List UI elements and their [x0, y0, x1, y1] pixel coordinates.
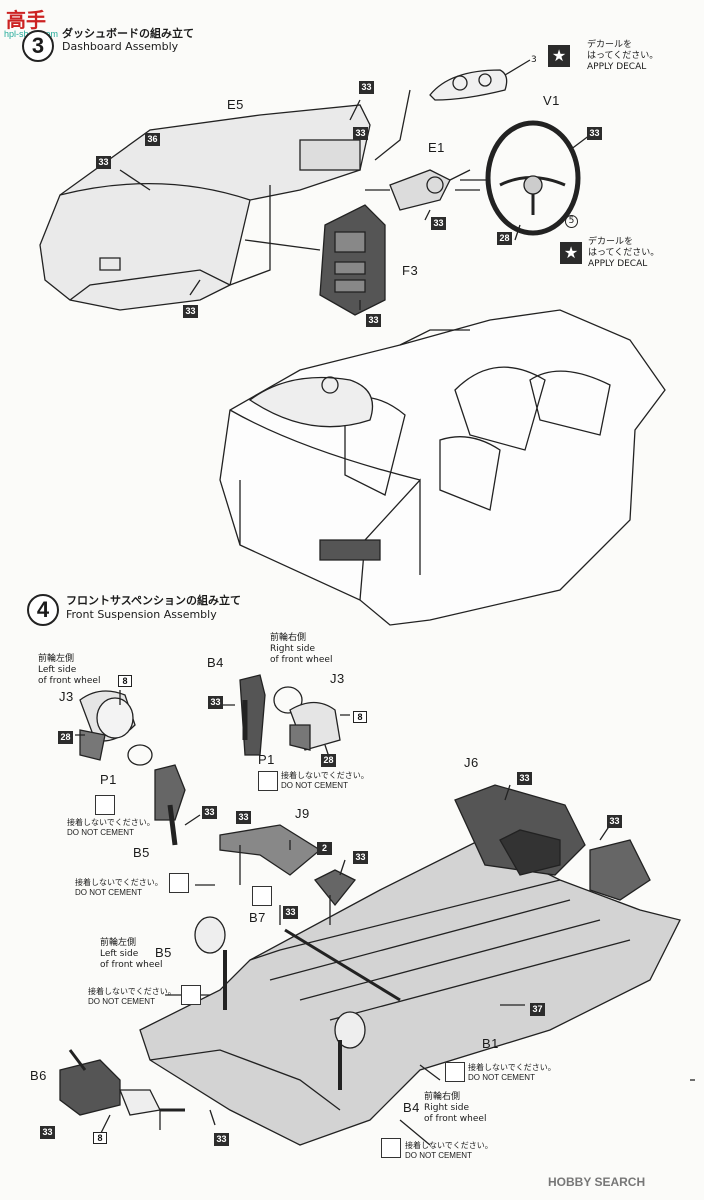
part-j9: J9 — [295, 806, 310, 821]
part-b7: B7 — [249, 910, 266, 925]
paint-chip: 33 — [202, 806, 217, 819]
part-b4-right: B4 — [207, 655, 224, 670]
no-cement-icon — [381, 1138, 401, 1158]
paint-chip: 8 — [93, 1132, 107, 1144]
decal-number-3: 3 — [531, 55, 537, 65]
part-b1: B1 — [482, 1036, 499, 1051]
part-e5: E5 — [227, 97, 244, 112]
no-cement-note: 接着しないでください。 DO NOT CEMENT — [67, 818, 155, 837]
paint-chip: 36 — [145, 133, 160, 146]
paint-chip: 28 — [321, 754, 336, 767]
right-side-label-top: 前輪右側 Right side of front wheel — [270, 633, 333, 665]
part-j3-right: J3 — [330, 671, 345, 686]
part-v1: V1 — [543, 93, 560, 108]
part-b5-left: B5 — [133, 845, 150, 860]
paint-chip: 33 — [517, 772, 532, 785]
paint-chip: 33 — [353, 851, 368, 864]
decal-star-icon: ★ — [548, 45, 570, 67]
paint-chip: 33 — [607, 815, 622, 828]
paint-chip: 8 — [353, 711, 367, 723]
logo: 高手 — [6, 10, 46, 32]
part-p1-right: P1 — [258, 752, 275, 767]
left-side-label-top: 前輪左側 Left side of front wheel — [38, 654, 101, 686]
paint-chip: 33 — [236, 811, 251, 824]
left-side-label-mid: 前輪左側 Left side of front wheel — [100, 938, 163, 970]
step-4-title-jp: フロントサスペンションの組み立て — [66, 594, 242, 607]
step-3-number: 3 — [22, 30, 54, 62]
decal-note-2: デカールを はってください。 APPLY DECAL — [588, 237, 660, 269]
paint-chip: 28 — [497, 232, 512, 245]
paint-chip: 33 — [283, 906, 298, 919]
part-j3-left: J3 — [59, 689, 74, 704]
decal-note-1: デカールを はってください。 APPLY DECAL — [587, 40, 659, 72]
paint-chip: 33 — [366, 314, 381, 327]
part-e1: E1 — [428, 140, 445, 155]
part-f3: F3 — [402, 263, 419, 278]
no-cement-note: 接着しないでください。 DO NOT CEMENT — [88, 987, 176, 1006]
paint-chip: 28 — [58, 731, 73, 744]
no-cement-note: 接着しないでください。 DO NOT CEMENT — [75, 878, 163, 897]
part-b4-bottom: B4 — [403, 1100, 420, 1115]
paint-chip: 33 — [359, 81, 374, 94]
no-cement-icon — [95, 795, 115, 815]
paint-chip: 33 — [214, 1133, 229, 1146]
decal-number-5: 5 — [565, 215, 578, 228]
right-side-label-bottom: 前輪右側 Right side of front wheel — [424, 1092, 487, 1124]
no-cement-icon — [252, 886, 272, 906]
part-p1-left: P1 — [100, 772, 117, 787]
no-cement-icon — [445, 1062, 465, 1082]
paint-chip: 33 — [353, 127, 368, 140]
decal-star-icon: ★ — [560, 242, 582, 264]
paint-chip: 33 — [431, 217, 446, 230]
no-cement-note: 接着しないでください。 DO NOT CEMENT — [468, 1063, 556, 1082]
paint-chip: 33 — [587, 127, 602, 140]
paint-chip: 8 — [118, 675, 132, 687]
paint-chip: 33 — [183, 305, 198, 318]
step-3-title-jp: ダッシュボードの組み立て — [62, 27, 194, 40]
hobby-search-watermark: HOBBY SEARCH — [548, 1175, 646, 1189]
part-b5-mid: B5 — [155, 945, 172, 960]
paint-chip: 33 — [96, 156, 111, 169]
step-4-title-en: Front Suspension Assembly — [66, 608, 217, 621]
no-cement-note: 接着しないでください。 DO NOT CEMENT — [281, 771, 369, 790]
paint-chip: 33 — [208, 696, 223, 709]
paint-chip: 33 — [40, 1126, 55, 1139]
no-cement-icon — [181, 985, 201, 1005]
no-cement-icon — [258, 771, 278, 791]
paint-chip: 37 — [530, 1003, 545, 1016]
step-4-number: 4 — [27, 594, 59, 626]
part-j6: J6 — [464, 755, 479, 770]
no-cement-note: 接着しないでください。 DO NOT CEMENT — [405, 1141, 493, 1160]
no-cement-icon — [169, 873, 189, 893]
step-3-title-en: Dashboard Assembly — [62, 40, 179, 53]
paint-chip: 2 — [317, 842, 332, 855]
part-b6: B6 — [30, 1068, 47, 1083]
